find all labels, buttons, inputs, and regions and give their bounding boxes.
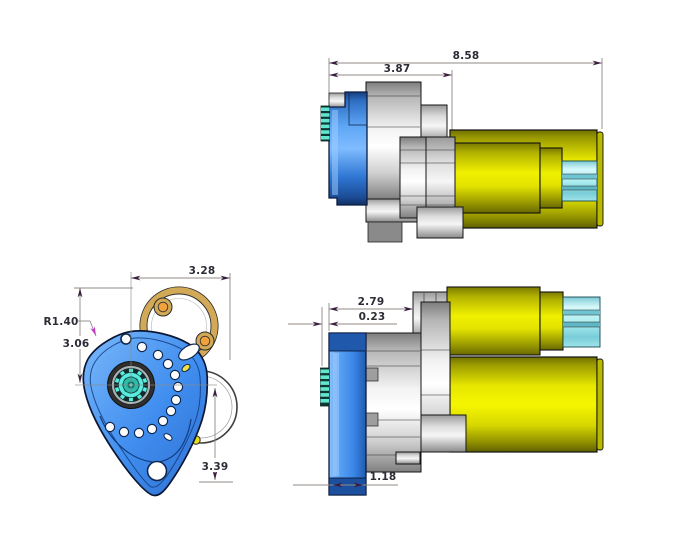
plate-hole bbox=[165, 405, 177, 417]
front-view: 3.28 3.06 3.39 R1.40 bbox=[44, 265, 238, 497]
solenoid-step-top bbox=[539, 291, 564, 351]
plate-hole bbox=[133, 427, 145, 439]
housing-notch bbox=[328, 92, 347, 109]
plate-hole bbox=[118, 426, 130, 438]
plate-hole bbox=[120, 333, 132, 345]
pinion-gear-teeth-top bbox=[320, 367, 330, 407]
dim-mask bbox=[199, 458, 232, 472]
plate-holes bbox=[104, 333, 184, 439]
dim-side-nose-length: 3.87 bbox=[384, 63, 411, 75]
gear-housing-top bbox=[365, 291, 467, 473]
plate-slot bbox=[178, 343, 200, 361]
armature-shaft-top bbox=[562, 296, 601, 348]
plate-hole bbox=[162, 358, 174, 370]
plate-slot-yellow bbox=[181, 363, 191, 373]
dim-mask bbox=[62, 336, 89, 349]
plate-hole bbox=[170, 394, 182, 406]
plate-rib-contour bbox=[99, 415, 192, 463]
centerlines bbox=[75, 272, 217, 394]
dim-front-radius: R1.40 bbox=[44, 316, 79, 328]
dim-front-width: 3.28 bbox=[189, 265, 216, 277]
top-view: 2.79 0.23 1.18 bbox=[288, 286, 604, 496]
plate-hole bbox=[104, 421, 116, 433]
mount-plate-front bbox=[82, 330, 209, 497]
starter-side bbox=[320, 81, 604, 243]
gear-housing bbox=[365, 81, 464, 243]
plate-bottom-hole bbox=[146, 460, 168, 482]
gasket-hole bbox=[157, 301, 169, 313]
radius-leader-arrow bbox=[89, 320, 97, 337]
dim-front-upper-height: 3.06 bbox=[63, 338, 90, 350]
dim-front-lower-height: 3.39 bbox=[202, 461, 229, 473]
gasket-hole bbox=[199, 335, 211, 347]
mount-plate-side bbox=[328, 91, 368, 206]
dim-top-depth: 2.79 bbox=[358, 296, 385, 308]
motor-end-cap bbox=[596, 131, 604, 227]
starter-top bbox=[320, 286, 604, 496]
mount-plate-top bbox=[328, 332, 367, 496]
plate-hole bbox=[169, 369, 181, 381]
pinion-gear-teeth bbox=[320, 105, 330, 142]
dim-top-plate-width: 1.18 bbox=[370, 471, 397, 483]
side-view: 8.58 3.87 bbox=[320, 50, 604, 243]
plate-hole bbox=[136, 341, 148, 353]
dim-top-face-offset: 0.23 bbox=[359, 311, 386, 323]
plate-hole bbox=[146, 423, 158, 435]
plate-slot bbox=[163, 433, 173, 441]
dim-side-overall-length: 8.58 bbox=[453, 50, 480, 62]
starter-front bbox=[82, 286, 238, 497]
plate-hole bbox=[172, 381, 184, 393]
solenoid-top bbox=[446, 286, 541, 356]
plate-hole bbox=[157, 415, 169, 427]
solenoid bbox=[449, 142, 541, 214]
motor-end-cap-top bbox=[596, 358, 604, 451]
plate-hole bbox=[152, 349, 164, 361]
solenoid-step bbox=[539, 147, 563, 209]
motor-body-top bbox=[449, 356, 598, 453]
armature-shaft bbox=[561, 160, 598, 202]
